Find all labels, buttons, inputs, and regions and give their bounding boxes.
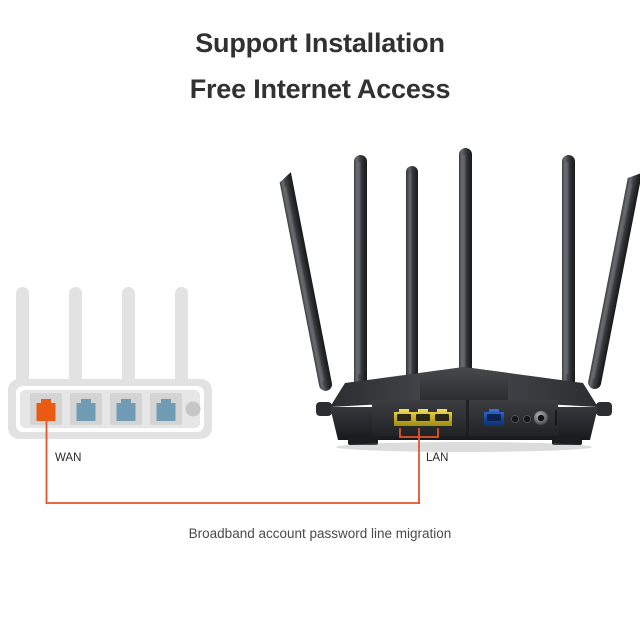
router-shadow xyxy=(336,442,592,452)
modem-port-wan-icon xyxy=(36,399,56,421)
router-antennas xyxy=(279,148,640,391)
router-body xyxy=(330,367,598,452)
modem-device xyxy=(8,287,212,439)
router-antenna-3 xyxy=(459,148,472,390)
modem-antenna-3 xyxy=(122,287,135,387)
cable-segment-lan-bracket xyxy=(399,428,439,438)
modem-antenna-4 xyxy=(175,287,188,387)
router-antenna-hinges xyxy=(316,402,612,416)
router-antenna-4 xyxy=(562,155,575,388)
router-reset-button-icon[interactable] xyxy=(510,414,520,424)
router-top-wing-right xyxy=(508,373,598,407)
router-lan-port-3[interactable] xyxy=(432,409,452,426)
router-vent-slit xyxy=(555,410,557,426)
router-top-wing-left xyxy=(330,373,420,407)
modem-port-lan-1-icon xyxy=(76,399,96,421)
router-wan-port[interactable] xyxy=(484,409,504,426)
router-antenna-5 xyxy=(588,172,640,389)
modem-power-indicator-icon xyxy=(185,401,201,417)
ethernet-cable-path xyxy=(45,420,439,504)
router-foot-right xyxy=(552,438,582,445)
lan-port-label: LAN xyxy=(426,452,449,464)
router-antenna-1 xyxy=(279,172,332,391)
page-title-line-1: Support Installation xyxy=(195,28,445,58)
modem-port-lan-2-icon xyxy=(116,399,136,421)
router-lan-port-1[interactable] xyxy=(394,409,414,426)
router-lan-port-2[interactable] xyxy=(413,409,433,426)
router-antenna-2 xyxy=(354,155,367,388)
modem-antenna-2 xyxy=(69,287,82,387)
router-foot-left xyxy=(348,438,378,445)
modem-antennas xyxy=(16,287,188,387)
router-top-facet-center xyxy=(420,367,508,402)
caption-text: Broadband account password line migratio… xyxy=(188,526,452,541)
router-device xyxy=(279,148,640,452)
page-title-line-2: Free Internet Access xyxy=(189,74,451,104)
modem-antenna-1 xyxy=(16,287,29,387)
router-wps-button-icon[interactable] xyxy=(522,414,532,424)
modem-port-lan-3-icon xyxy=(156,399,176,421)
router-rear-connectors xyxy=(394,409,557,426)
router-antenna-6 xyxy=(406,166,418,388)
router-power-jack-icon[interactable] xyxy=(534,411,548,425)
modem-ports xyxy=(30,393,182,425)
wan-port-label: WAN xyxy=(55,452,82,464)
router-rear-panel-divider xyxy=(466,400,469,436)
